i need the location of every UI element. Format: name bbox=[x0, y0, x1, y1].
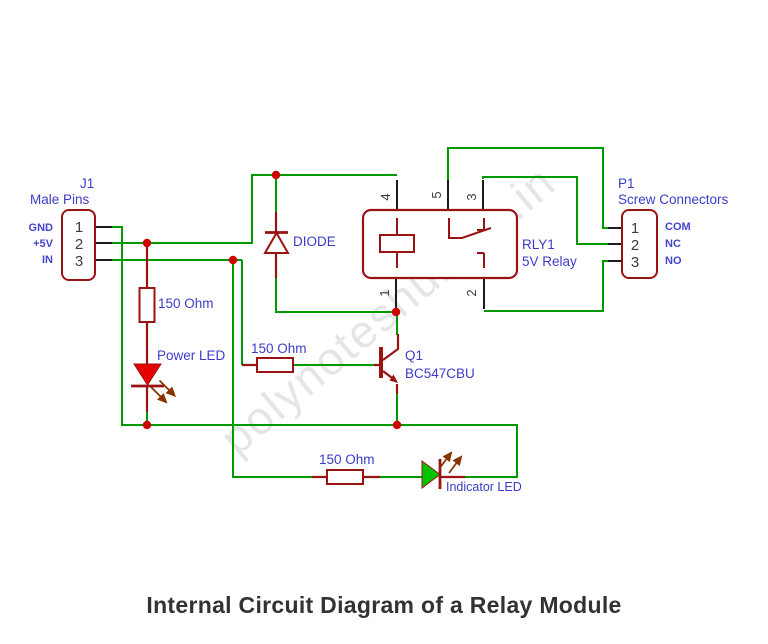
p1-pin1-number: 1 bbox=[631, 220, 639, 237]
p1-no-label: NO bbox=[665, 255, 682, 267]
wire-nc-net bbox=[482, 176, 608, 245]
indicator-led-branch: 150 Ohm Indicator LED bbox=[312, 451, 522, 494]
wire-no-net bbox=[484, 260, 608, 312]
wire-in-to-indicator bbox=[232, 260, 312, 478]
wire-diode-bottom bbox=[275, 278, 396, 313]
relay-value: 5V Relay bbox=[522, 254, 577, 269]
j1-pin1-number: 1 bbox=[75, 219, 83, 236]
transistor-base-bar bbox=[379, 347, 383, 378]
wire-5v-net bbox=[110, 174, 397, 244]
j1-in-label: IN bbox=[42, 254, 53, 266]
diode-triangle bbox=[263, 230, 290, 254]
j1-body bbox=[61, 209, 96, 281]
wire-com-net bbox=[447, 147, 608, 229]
junction-in bbox=[228, 255, 238, 265]
junction-collector bbox=[391, 307, 401, 317]
p1-pin3-number: 3 bbox=[631, 254, 639, 271]
j1-5v-label: +5V bbox=[33, 238, 54, 250]
p1-ref: P1 bbox=[618, 176, 635, 191]
relay-pin2-number: 2 bbox=[464, 289, 479, 296]
relay-ref: RLY1 bbox=[522, 237, 555, 252]
power-led-triangle bbox=[133, 363, 162, 386]
diode-label: DIODE bbox=[293, 234, 336, 249]
j1-gnd-label: GND bbox=[29, 222, 54, 234]
relay-pin4-number: 4 bbox=[378, 193, 393, 200]
j1-pin2-number: 2 bbox=[75, 236, 83, 253]
j1-pin-stubs bbox=[95, 226, 112, 261]
p1-com-label: COM bbox=[665, 221, 691, 233]
p1-nc-label: NC bbox=[665, 238, 681, 250]
junction-diode-top bbox=[271, 170, 281, 180]
indicator-resistor bbox=[326, 469, 364, 485]
relay-pin3-number: 3 bbox=[464, 193, 479, 200]
p1-pin-stubs bbox=[608, 227, 622, 262]
junction-5v-powerled bbox=[142, 238, 152, 248]
p1-connector: P1 Screw Connectors 1 2 3 COM NC NO bbox=[618, 176, 729, 279]
p1-value: Screw Connectors bbox=[618, 192, 729, 207]
relay-contact-common bbox=[448, 218, 492, 239]
p1-pin2-number: 2 bbox=[631, 237, 639, 254]
junction-gnd-emitter bbox=[392, 420, 402, 430]
indicator-resistor-label: 150 Ohm bbox=[319, 452, 375, 467]
relay-internals bbox=[379, 218, 492, 268]
base-resistor bbox=[256, 357, 294, 373]
transistor-q1: 150 Ohm Q1 BC547CBU bbox=[242, 334, 475, 394]
j1-value: Male Pins bbox=[30, 192, 90, 207]
p1-body bbox=[621, 209, 658, 279]
power-resistor bbox=[138, 287, 156, 323]
relay-contact-fixed-bottom bbox=[477, 252, 485, 268]
junction-dots bbox=[142, 170, 402, 430]
j1-ref: J1 bbox=[80, 176, 94, 191]
power-resistor-label: 150 Ohm bbox=[158, 296, 214, 311]
j1-connector: J1 Male Pins 1 2 3 GND +5V IN bbox=[29, 176, 96, 281]
diagram-title: Internal Circuit Diagram of a Relay Modu… bbox=[146, 592, 622, 618]
wire-gnd-net bbox=[110, 226, 518, 478]
j1-pin3-number: 3 bbox=[75, 253, 83, 270]
pin-stubs bbox=[95, 180, 622, 310]
transistor-emitter-arrow bbox=[389, 374, 398, 383]
flyback-diode: DIODE bbox=[263, 212, 336, 278]
relay: RLY1 5V Relay 4 5 3 1 2 bbox=[361, 191, 577, 297]
junction-gnd-powerled bbox=[142, 420, 152, 430]
relay-coil-symbol bbox=[379, 234, 415, 253]
q1-value: BC547CBU bbox=[405, 366, 475, 381]
power-led-label: Power LED bbox=[157, 348, 226, 363]
indicator-led-emission-arrows bbox=[438, 451, 463, 474]
relay-pin5-number: 5 bbox=[429, 191, 444, 198]
relay-body bbox=[361, 208, 519, 280]
indicator-led-label: Indicator LED bbox=[446, 480, 522, 494]
relay-pin-stubs bbox=[395, 180, 485, 310]
relay-pin1-number: 1 bbox=[377, 289, 392, 296]
power-led-branch: 150 Ohm Power LED bbox=[131, 247, 226, 412]
indicator-led-triangle bbox=[421, 460, 441, 489]
relay-contact-fixed-top bbox=[477, 218, 485, 231]
power-led-emission-arrows bbox=[150, 379, 177, 404]
base-resistor-label: 150 Ohm bbox=[251, 341, 307, 356]
q1-ref: Q1 bbox=[405, 348, 423, 363]
